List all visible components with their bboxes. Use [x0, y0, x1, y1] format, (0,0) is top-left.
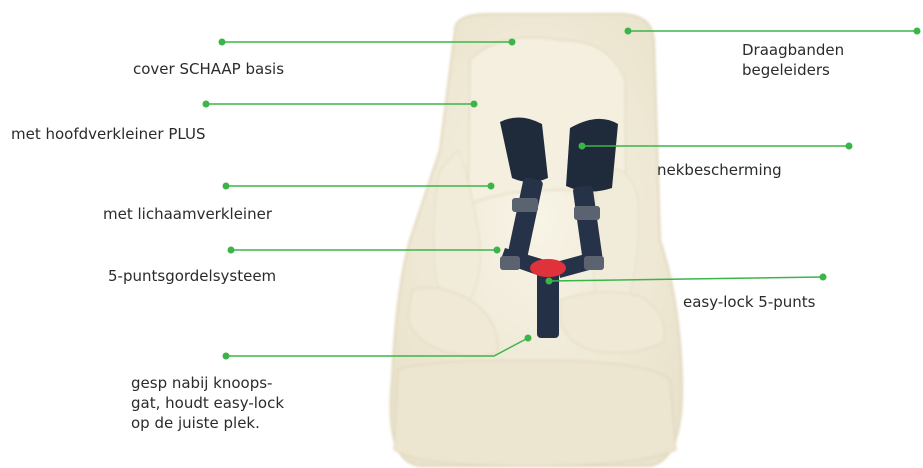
leader-dot-hoofd-start	[203, 101, 210, 108]
leader-dot-gordel-start	[228, 247, 235, 254]
leader-dot-cover-start	[219, 39, 226, 46]
label-gesp-nabij-knoopsgat: gesp nabij knoops- gat, houdt easy-lock …	[131, 373, 284, 433]
leader-dot-hoofd-end	[471, 101, 478, 108]
label-nekbescherming: nekbescherming	[657, 160, 782, 180]
leader-dot-draagbanden-end	[914, 28, 921, 35]
leader-dot-gesp-end	[525, 335, 532, 342]
label-met-lichaamverkleiner: met lichaamverkleiner	[103, 204, 272, 224]
label-easy-lock-5-punts: easy-lock 5-punts	[683, 292, 816, 312]
leader-dot-nek-start	[579, 143, 586, 150]
label-draagbanden-begeleiders: Draagbanden begeleiders	[742, 40, 844, 80]
leader-dot-draagbanden-start	[625, 28, 632, 35]
label-cover-schaap-basis: cover SCHAAP basis	[133, 59, 284, 79]
leader-dot-gordel-end	[494, 247, 501, 254]
label-5-puntsgordelsysteem: 5-puntsgordelsysteem	[108, 266, 276, 286]
leader-dot-easylock-end	[820, 274, 827, 281]
label-met-hoofdverkleiner-plus: met hoofdverkleiner PLUS	[11, 124, 206, 144]
leader-dot-easylock-start	[546, 278, 553, 285]
leader-dot-cover-end	[509, 39, 516, 46]
sheepskin-seat-cover	[391, 14, 683, 466]
leader-dot-gesp-start	[223, 353, 230, 360]
leader-dot-lichaam-end	[488, 183, 495, 190]
leader-dot-nek-end	[846, 143, 853, 150]
leader-dot-lichaam-start	[223, 183, 230, 190]
